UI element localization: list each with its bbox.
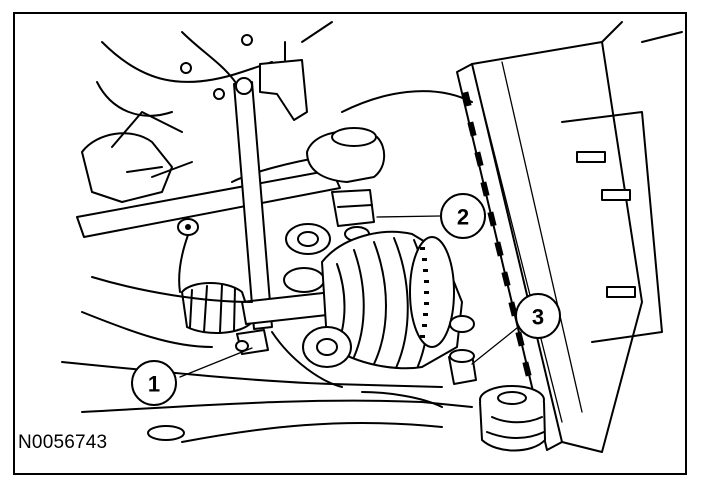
washers (283, 223, 331, 293)
transmission-housing (81, 111, 193, 203)
suspension-illustration: 1 2 3 (61, 21, 683, 453)
illustration-frame: 1 2 3 (13, 12, 687, 475)
figure-id: N0056743 (18, 432, 108, 453)
inner-cv-boot (181, 282, 253, 334)
ball-joint-nut (448, 349, 477, 385)
callout-1: 1 (131, 360, 177, 406)
bolt-left (177, 218, 199, 293)
callout-1-label: 1 (148, 372, 160, 397)
brake-disc (456, 21, 683, 453)
callout-3: 3 (515, 293, 561, 339)
lower-link-nut (235, 329, 269, 355)
lower-control-arm (61, 276, 473, 443)
callout-2-label: 2 (457, 205, 469, 230)
drive-shaft-shading (62, 142, 162, 162)
lower-ball-joint (479, 385, 546, 452)
callout-3-label: 3 (532, 305, 544, 330)
upper-structure (96, 21, 473, 123)
callout-2: 2 (440, 193, 486, 239)
leader-lines (179, 215, 523, 378)
stabilizer-link (233, 77, 273, 330)
outer-cv-boot (321, 230, 475, 370)
tie-rod-end (306, 127, 386, 242)
